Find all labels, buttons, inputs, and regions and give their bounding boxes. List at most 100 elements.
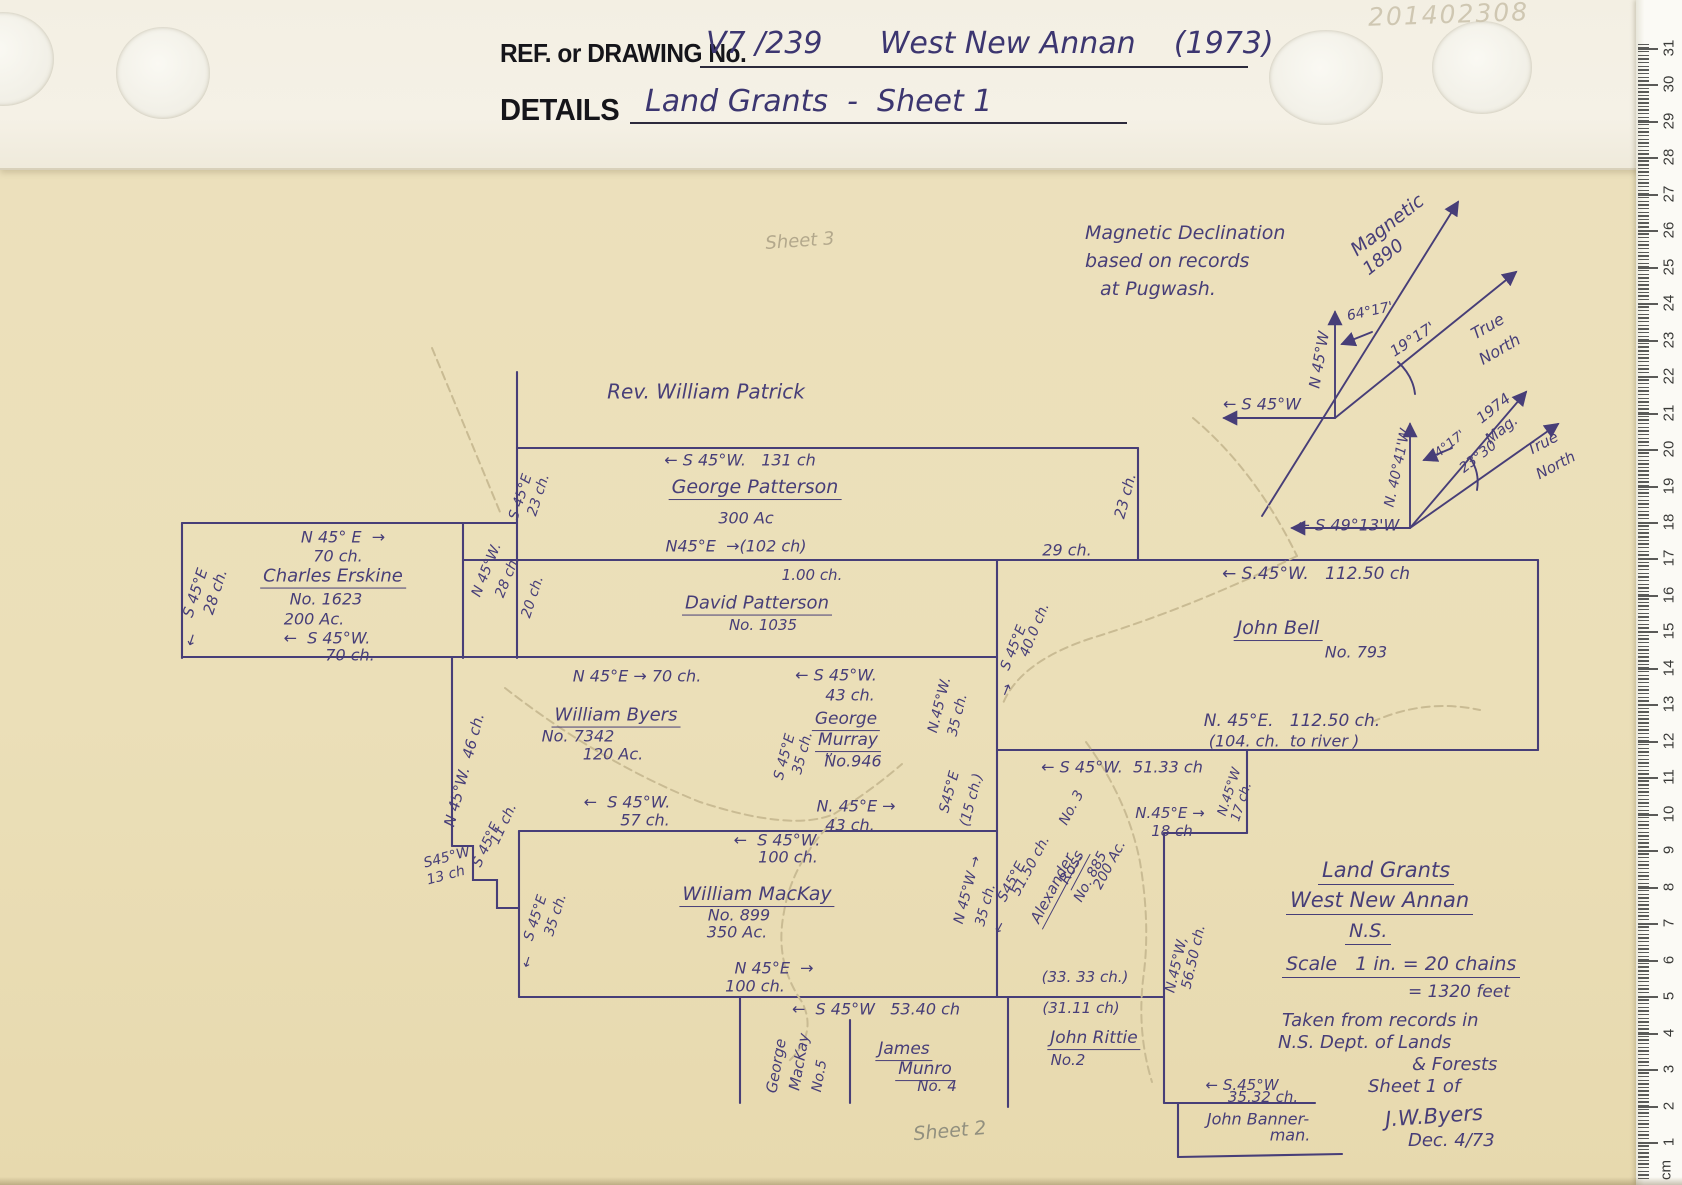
ruler-tick: [1638, 361, 1649, 363]
ruler-tick: [1638, 492, 1649, 494]
ruler-tick: [1638, 1094, 1649, 1096]
ruler-tick: [1638, 452, 1649, 454]
ruler-tick: [1638, 911, 1649, 914]
ruler-cm-tick: [1638, 1069, 1658, 1072]
map-title-line1: Land Grants: [1318, 858, 1455, 885]
ruler-tick: [1638, 167, 1649, 170]
ruler-tick: [1638, 1075, 1649, 1078]
ruler-tick: [1638, 904, 1649, 906]
map-scale-line2: = 1320 feet: [1408, 982, 1510, 1002]
ruler-tick: [1638, 1057, 1649, 1060]
ruler-tick: [1638, 736, 1649, 739]
ruler-tick: [1638, 426, 1649, 429]
map-label: 100 ch.: [725, 976, 785, 996]
ruler-tick: [1638, 1159, 1649, 1162]
ruler-tick: [1638, 641, 1649, 644]
ruler-tick: [1638, 186, 1649, 188]
ruler-tick: [1638, 69, 1649, 71]
ref-label: REF. or DRAWING No.: [500, 38, 747, 68]
ruler-tick: [1638, 966, 1649, 968]
ruler-cm-tick: [1638, 376, 1658, 379]
ruler-cm-tick: [1638, 813, 1658, 816]
ruler-tick: [1638, 919, 1649, 921]
map-label: ← S 45°W. 131 ch: [664, 450, 816, 470]
ruler-tick: [1638, 689, 1649, 691]
map-label: John Banner-: [1206, 1109, 1310, 1129]
map-label: 200 Ac.: [283, 609, 345, 629]
ruler-number: 28: [1660, 148, 1678, 166]
ruler-tick: [1638, 1054, 1649, 1056]
survey-date: Dec. 4/73: [1408, 1130, 1495, 1151]
map-label: No. 793: [1324, 642, 1388, 662]
declination-lines: [1222, 200, 1560, 536]
ruler-tick: [1638, 124, 1649, 126]
ref-value: V7 /239 West New Annan (1973): [706, 26, 1274, 61]
map-label: ← S 45°W.: [583, 792, 671, 812]
ruler-tick: [1638, 207, 1649, 210]
ruler-cm-tick: [1638, 47, 1658, 50]
map-label: 300 Ac: [718, 508, 774, 528]
ruler-number: 4: [1660, 1028, 1678, 1037]
map-source-line1: Taken from records in: [1282, 1010, 1479, 1031]
map-label: 70 ch.: [313, 546, 363, 566]
ruler-tick: [1638, 149, 1649, 151]
ruler-tick: [1638, 652, 1649, 655]
ruler-tick: [1638, 477, 1649, 480]
ruler-tick: [1638, 153, 1649, 155]
ruler-tick: [1638, 685, 1649, 688]
ruler-tick: [1638, 1043, 1649, 1045]
map-label: No. 1623: [289, 589, 363, 609]
ruler-tick: [1638, 510, 1649, 512]
hole-punch: [1432, 21, 1532, 114]
ruler-tick: [1638, 568, 1649, 571]
ruler-tick: [1638, 142, 1649, 144]
ruler-number: 3: [1660, 1064, 1678, 1074]
ruler-tick: [1638, 372, 1649, 374]
map-label: 100 ch.: [758, 847, 818, 867]
ruler-cm-tick: [1638, 850, 1658, 853]
ruler-tick: [1638, 747, 1649, 750]
ruler-tick: [1638, 386, 1649, 388]
ruler-tick: [1638, 528, 1649, 531]
map-label: 43 ch.: [825, 815, 875, 835]
ruler-tick: [1638, 605, 1649, 607]
ruler-number: 15: [1660, 623, 1678, 640]
map-label: man.: [1269, 1125, 1311, 1145]
ruler-number: 16: [1660, 586, 1678, 604]
ruler-tick: [1638, 43, 1649, 46]
ruler-tick: [1638, 251, 1649, 254]
ruler-tick: [1638, 835, 1649, 837]
ruler-tick: [1638, 408, 1649, 410]
ruler-tick: [1638, 342, 1649, 345]
ruler-tick: [1638, 1148, 1649, 1151]
ruler-tick: [1638, 889, 1649, 892]
map-label: John Bell: [1233, 618, 1323, 641]
ruler-tick: [1638, 864, 1649, 866]
ruler-tick: [1638, 237, 1649, 239]
ruler-tick: [1638, 1079, 1649, 1081]
ruler-tick: [1638, 962, 1649, 965]
ruler-tick: [1638, 933, 1649, 936]
ruler-tick: [1638, 802, 1649, 804]
ruler-number: 21: [1660, 404, 1678, 421]
ruler-tick: [1638, 474, 1649, 476]
ruler-tick: [1638, 94, 1649, 97]
ruler-tick: [1638, 940, 1649, 943]
ruler-cm-tick: [1638, 1032, 1658, 1035]
ruler-tick: [1638, 1086, 1649, 1089]
ruler-tick: [1638, 269, 1649, 272]
stream-lines: [431, 347, 1481, 1083]
ruler-tick: [1638, 729, 1649, 731]
map-label: 43 ch.: [825, 685, 875, 705]
ruler-tick: [1638, 579, 1649, 582]
ruler-tick: [1638, 134, 1649, 137]
ruler-tick: [1638, 627, 1649, 629]
ruler-tick: [1638, 878, 1649, 881]
ruler-tick: [1638, 674, 1649, 677]
ruler-tick: [1638, 1097, 1649, 1100]
ruler-tick: [1638, 638, 1649, 640]
ruler-number: 8: [1660, 882, 1678, 891]
ruler-number: 20: [1660, 440, 1678, 458]
ruler-tick: [1638, 1163, 1649, 1165]
